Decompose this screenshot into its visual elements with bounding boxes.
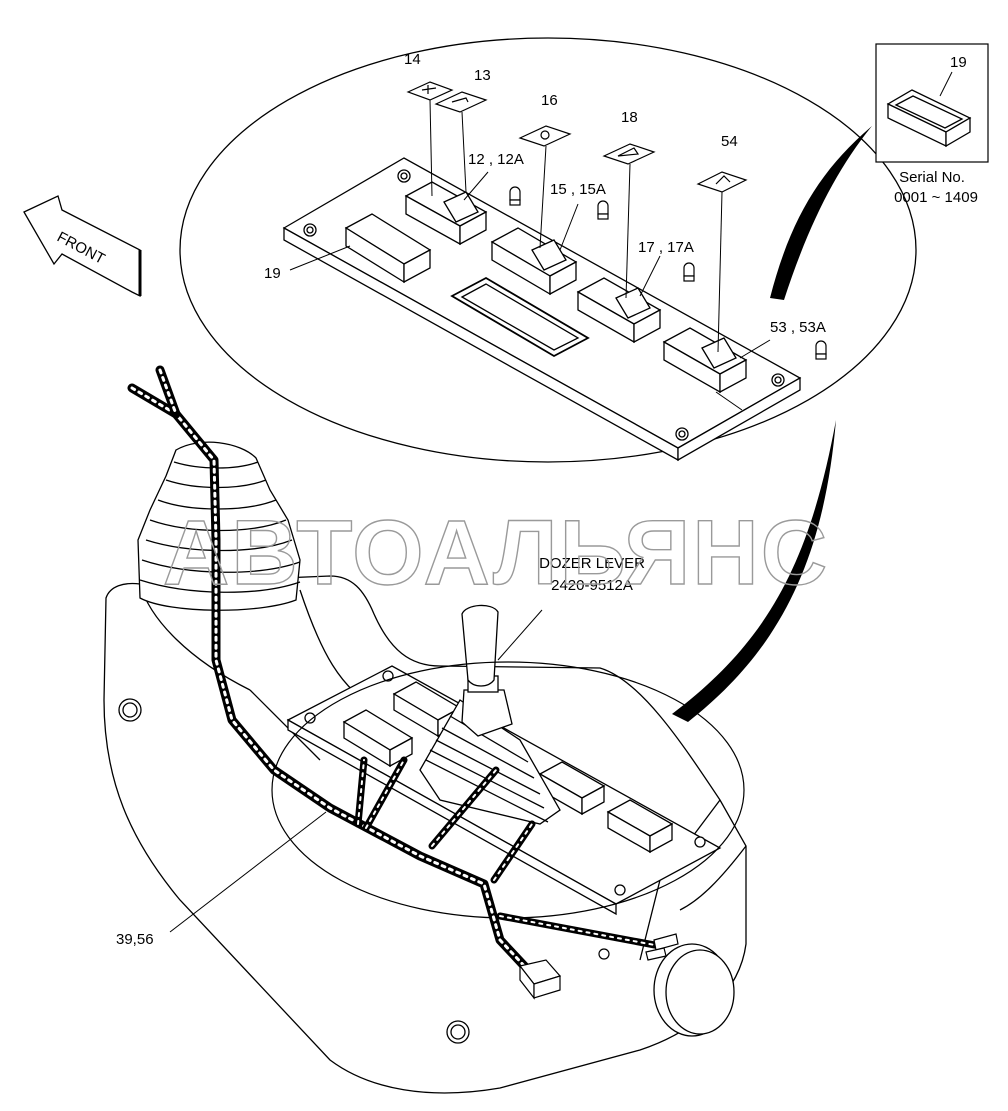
inset-box bbox=[875, 43, 989, 163]
rocker-switch-15 bbox=[490, 227, 578, 296]
watermark: АВТОАЛЬЯНС bbox=[163, 502, 829, 604]
callout-13: 13 bbox=[474, 67, 491, 84]
rocker-switch-17 bbox=[576, 277, 662, 344]
bulb-17a-icon bbox=[683, 262, 695, 282]
symbol-plates bbox=[406, 81, 748, 193]
dozer-lever bbox=[419, 604, 561, 825]
leader-lines-lower bbox=[169, 609, 543, 933]
front-arrow: FRONT bbox=[23, 195, 142, 298]
callout-15: 15 , 15A bbox=[550, 181, 606, 198]
callout-14: 14 bbox=[404, 51, 421, 68]
rocker-switch-53 bbox=[662, 327, 748, 394]
callout-12: 12 , 12A bbox=[468, 151, 524, 168]
leader-lines-detail bbox=[289, 99, 771, 411]
callout-16: 16 bbox=[541, 92, 558, 109]
detail-connector-bottom bbox=[672, 420, 836, 722]
serial-title: Serial No. bbox=[899, 169, 965, 186]
inset-part-number: 19 bbox=[950, 54, 967, 71]
rocker-switch-19 bbox=[344, 213, 432, 284]
symbol-plate-14 bbox=[406, 81, 454, 101]
dozer-lever-part-no: 2420-9512A bbox=[551, 577, 633, 594]
dozer-lever-name: DOZER LEVER bbox=[539, 555, 645, 572]
bulb-15a-icon bbox=[597, 200, 609, 220]
harness-connectors bbox=[518, 933, 679, 1000]
detail-connector-top bbox=[770, 126, 872, 300]
detail-ellipse bbox=[179, 37, 917, 463]
callout-39-56: 39,56 bbox=[116, 931, 154, 948]
bulbs bbox=[509, 186, 827, 360]
console-body bbox=[103, 575, 747, 1094]
callout-18: 18 bbox=[621, 109, 638, 126]
rocker-switch-12 bbox=[404, 181, 488, 246]
lever-knob-icon bbox=[461, 604, 499, 687]
bulb-12a-icon bbox=[509, 186, 521, 206]
switch-panel bbox=[282, 157, 802, 462]
callout-54: 54 bbox=[721, 133, 738, 150]
inset-switch-19 bbox=[886, 89, 972, 148]
serial-range: 0001 ~ 1409 bbox=[894, 189, 978, 206]
callout-53: 53 , 53A bbox=[770, 319, 826, 336]
callout-17: 17 , 17A bbox=[638, 239, 694, 256]
bulb-53a-icon bbox=[815, 340, 827, 360]
callout-19: 19 bbox=[264, 265, 281, 282]
wire-harness bbox=[127, 365, 664, 975]
